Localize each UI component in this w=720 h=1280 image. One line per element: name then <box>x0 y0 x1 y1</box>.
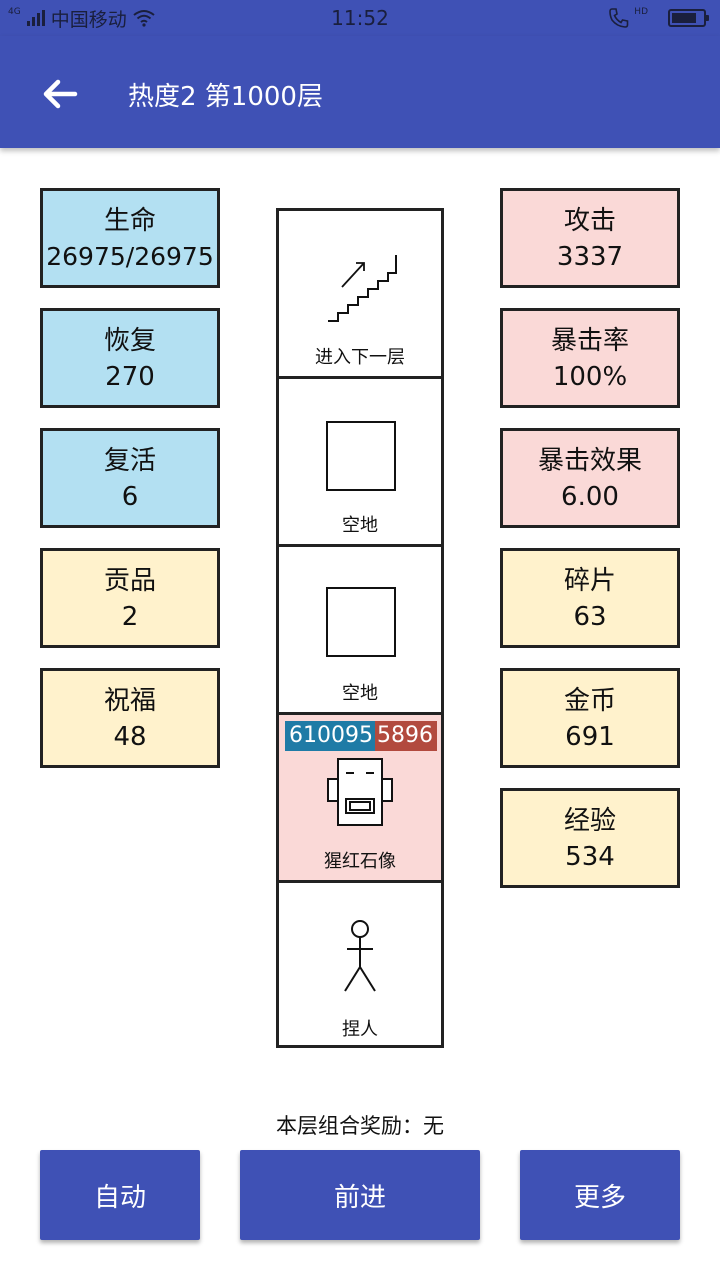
stat-label: 金币 <box>563 686 616 716</box>
tower-cell-empty[interactable]: 空地 <box>279 379 441 547</box>
stat-value: 691 <box>565 722 615 752</box>
cell-label: 捏人 <box>342 1019 378 1040</box>
tower-cell-monster[interactable]: 610095 5896 猩红石像 <box>279 715 441 883</box>
signal-icon <box>26 10 45 26</box>
status-bar: 4G 中国移动 11:52 HD <box>0 0 720 36</box>
cell-label: 空地 <box>342 683 378 704</box>
monster-stats: 610095 5896 <box>285 721 437 751</box>
forward-button[interactable]: 前进 <box>240 1150 480 1240</box>
status-left: 4G 中国移动 <box>8 6 155 31</box>
stat-crit-rate: 暴击率 100% <box>500 308 680 408</box>
empty-square-icon <box>326 587 396 657</box>
hd-indicator: HD <box>634 7 648 17</box>
stat-label: 暴击效果 <box>537 446 642 476</box>
stat-label: 复活 <box>103 446 156 476</box>
carrier-name: 中国移动 <box>50 8 127 31</box>
empty-square-icon <box>326 421 396 491</box>
stat-value: 6 <box>121 482 139 512</box>
tower-cell-player[interactable]: 捏人 <box>279 883 441 1045</box>
monster-attack: 5896 <box>374 721 437 751</box>
stat-value: 48 <box>113 722 147 752</box>
stat-gold: 金币 691 <box>500 668 680 768</box>
clock: 11:52 <box>331 6 389 30</box>
stat-blessing: 祝福 48 <box>40 668 220 768</box>
stat-tribute: 贡品 2 <box>40 548 220 648</box>
stairs-icon <box>328 255 397 322</box>
stat-value: 2 <box>121 602 139 632</box>
tower-cell-stairs[interactable]: 进入下一层 <box>279 211 441 379</box>
stat-value: 6.00 <box>561 482 619 512</box>
stat-value: 100% <box>552 362 628 392</box>
cell-label: 进入下一层 <box>315 347 405 368</box>
stat-experience: 经验 534 <box>500 788 680 888</box>
combo-reward-text: 本层组合奖励：无 <box>276 1114 444 1138</box>
phone-call-icon <box>609 8 629 28</box>
app-bar: 热度2 第1000层 <box>0 36 720 148</box>
stick-figure-icon <box>344 920 376 992</box>
stat-label: 碎片 <box>563 566 616 596</box>
stat-value: 26975/26975 <box>46 242 214 271</box>
network-type: 4G <box>8 6 21 17</box>
stat-label: 暴击率 <box>550 326 629 356</box>
tower-column: 进入下一层 空地 空地 610095 5896 猩红石像 捏人 <box>276 208 444 1048</box>
cell-label: 猩红石像 <box>324 851 396 872</box>
more-button[interactable]: 更多 <box>520 1150 680 1240</box>
stat-value: 534 <box>565 842 615 872</box>
stat-label: 攻击 <box>563 206 616 236</box>
arrow-left-icon <box>43 79 78 109</box>
stat-label: 经验 <box>563 806 616 836</box>
robot-statue-icon <box>327 758 393 826</box>
back-button[interactable] <box>36 72 84 116</box>
stat-label: 恢复 <box>103 326 156 356</box>
stat-value: 3337 <box>556 242 624 272</box>
page-title: 热度2 第1000层 <box>128 82 323 112</box>
battery-icon <box>668 9 709 27</box>
auto-button[interactable]: 自动 <box>40 1150 200 1240</box>
stat-recovery: 恢复 270 <box>40 308 220 408</box>
cell-label: 空地 <box>342 515 378 536</box>
stat-fragments: 碎片 63 <box>500 548 680 648</box>
status-right: HD <box>608 7 709 29</box>
stat-label: 生命 <box>103 206 156 236</box>
stat-value: 63 <box>573 602 607 632</box>
stat-value: 270 <box>105 362 155 392</box>
tower-cell-empty[interactable]: 空地 <box>279 547 441 715</box>
wifi-icon <box>133 10 155 27</box>
stat-revive: 复活 6 <box>40 428 220 528</box>
battery-level <box>672 13 696 23</box>
stat-life: 生命 26975/26975 <box>40 188 220 288</box>
stat-label: 贡品 <box>103 566 156 596</box>
stat-attack: 攻击 3337 <box>500 188 680 288</box>
monster-hp: 610095 <box>285 721 375 751</box>
stat-crit-effect: 暴击效果 6.00 <box>500 428 680 528</box>
stat-label: 祝福 <box>103 686 156 716</box>
